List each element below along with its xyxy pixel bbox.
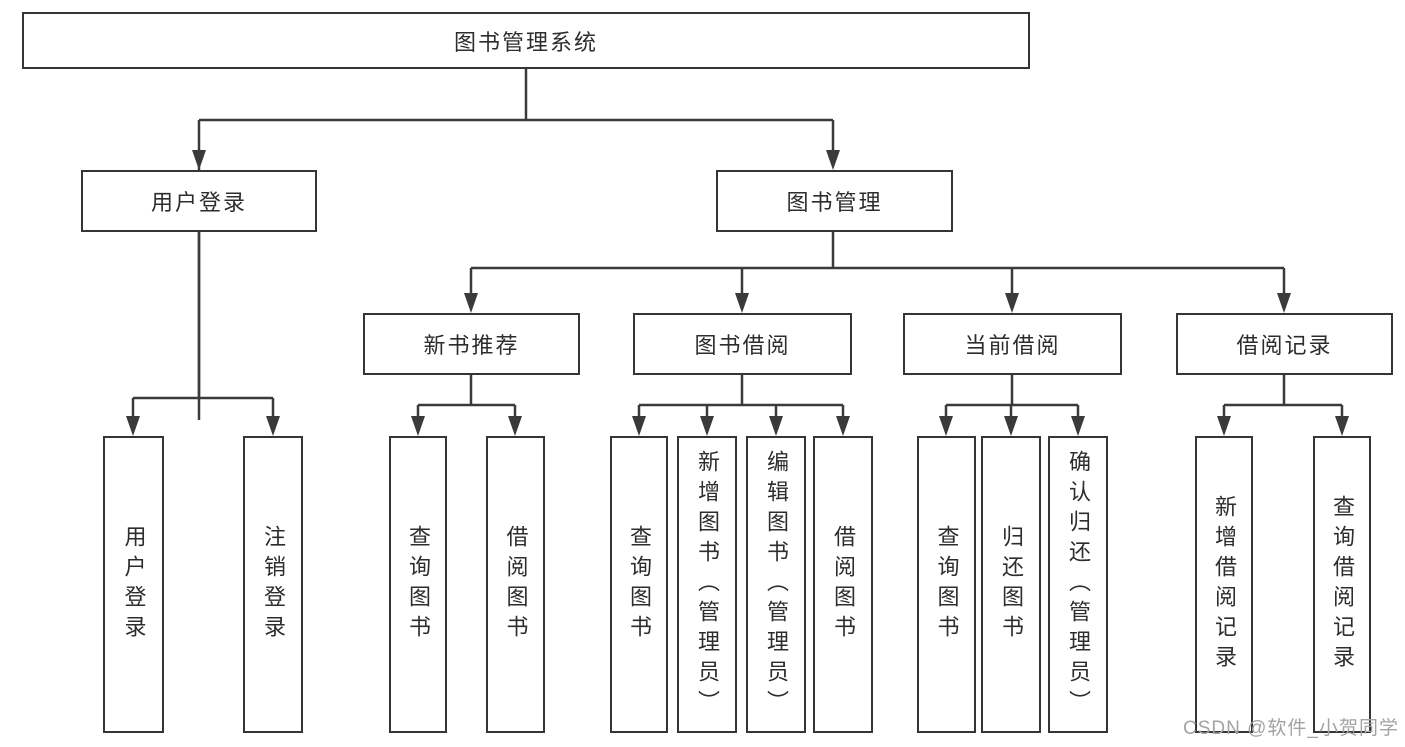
node-leaf-borrow-books-rec-label: 借阅图书 [503, 524, 529, 645]
node-current-borrowing-label: 当前借阅 [964, 333, 1061, 358]
node-leaf-logout: 注销登录 [243, 436, 303, 733]
node-leaf-query-books-rec-label: 查询图书 [406, 524, 431, 645]
node-leaf-query-books-borrow: 查询图书 [610, 436, 668, 733]
node-leaf-query-books-current: 查询图书 [917, 436, 976, 733]
node-leaf-edit-books-admin-label: 编辑图书（管理员） [764, 449, 789, 720]
arrowhead [700, 416, 714, 436]
arrowhead [939, 416, 953, 436]
node-user-login-branch: 用户登录 [81, 170, 317, 232]
node-leaf-query-books-rec: 查询图书 [389, 436, 447, 733]
arrowhead [464, 293, 478, 313]
node-leaf-query-books-current-label: 查询图书 [934, 524, 960, 645]
node-borrowing-records-label: 借阅记录 [1236, 333, 1333, 358]
node-leaf-query-borrow-record-label: 查询借阅记录 [1330, 494, 1355, 675]
node-leaf-confirm-return-admin-label: 确认归还（管理员） [1066, 449, 1091, 720]
arrowhead [769, 416, 783, 436]
node-borrowing-records: 借阅记录 [1176, 313, 1393, 375]
connector-bookborrow-group [637, 375, 845, 418]
node-book-borrowing: 图书借阅 [633, 313, 852, 375]
node-leaf-query-books-borrow-label: 查询图书 [627, 524, 652, 645]
node-leaf-add-books-admin: 新增图书（管理员） [677, 436, 737, 733]
node-leaf-borrow-books-label: 借阅图书 [831, 524, 856, 645]
csdn-watermark: CSDN @软件_小贺同学 [1183, 718, 1399, 739]
arrowhead [1004, 416, 1018, 436]
node-leaf-edit-books-admin: 编辑图书（管理员） [746, 436, 806, 733]
arrowhead [632, 416, 646, 436]
arrowhead [126, 416, 140, 436]
arrowhead [411, 416, 425, 436]
connector-bookmgmt-to-level3 [469, 232, 1286, 295]
arrowhead [826, 150, 840, 170]
connector-userlogin-group [131, 232, 275, 418]
arrowhead [1335, 416, 1349, 436]
node-leaf-add-books-admin-label: 新增图书（管理员） [695, 449, 720, 720]
node-book-management: 图书管理 [716, 170, 953, 232]
node-root: 图书管理系统 [22, 12, 1030, 69]
node-leaf-add-borrow-record: 新增借阅记录 [1195, 436, 1253, 733]
arrowhead [1005, 293, 1019, 313]
node-leaf-logout-label: 注销登录 [261, 524, 286, 645]
node-leaf-return-books: 归还图书 [981, 436, 1041, 733]
arrowhead [1071, 416, 1085, 436]
arrowhead [1217, 416, 1231, 436]
node-user-login-branch-label: 用户登录 [150, 190, 247, 215]
connector-currentborrow-group [944, 375, 1080, 418]
node-leaf-query-borrow-record: 查询借阅记录 [1313, 436, 1371, 733]
node-new-book-recommendation: 新书推荐 [363, 313, 580, 375]
node-leaf-add-borrow-record-label: 新增借阅记录 [1212, 494, 1237, 675]
arrowhead [836, 416, 850, 436]
node-leaf-user-login-label: 用户登录 [121, 524, 147, 645]
connector-records-group [1222, 375, 1344, 418]
connector-newbook-group [416, 375, 517, 418]
node-leaf-confirm-return-admin: 确认归还（管理员） [1048, 436, 1108, 733]
node-root-label: 图书管理系统 [453, 29, 598, 55]
arrowhead [266, 416, 280, 436]
arrowhead [735, 293, 749, 313]
node-leaf-return-books-label: 归还图书 [999, 524, 1024, 645]
arrowhead [1277, 293, 1291, 313]
arrowhead [508, 416, 522, 436]
node-leaf-borrow-books-rec: 借阅图书 [486, 436, 545, 733]
node-book-management-label: 图书管理 [786, 190, 883, 215]
arrowhead [192, 150, 206, 170]
node-current-borrowing: 当前借阅 [903, 313, 1122, 375]
node-book-borrowing-label: 图书借阅 [694, 333, 791, 358]
node-new-book-recommendation-label: 新书推荐 [423, 333, 520, 358]
node-leaf-user-login: 用户登录 [103, 436, 164, 733]
node-leaf-borrow-books: 借阅图书 [813, 436, 873, 733]
